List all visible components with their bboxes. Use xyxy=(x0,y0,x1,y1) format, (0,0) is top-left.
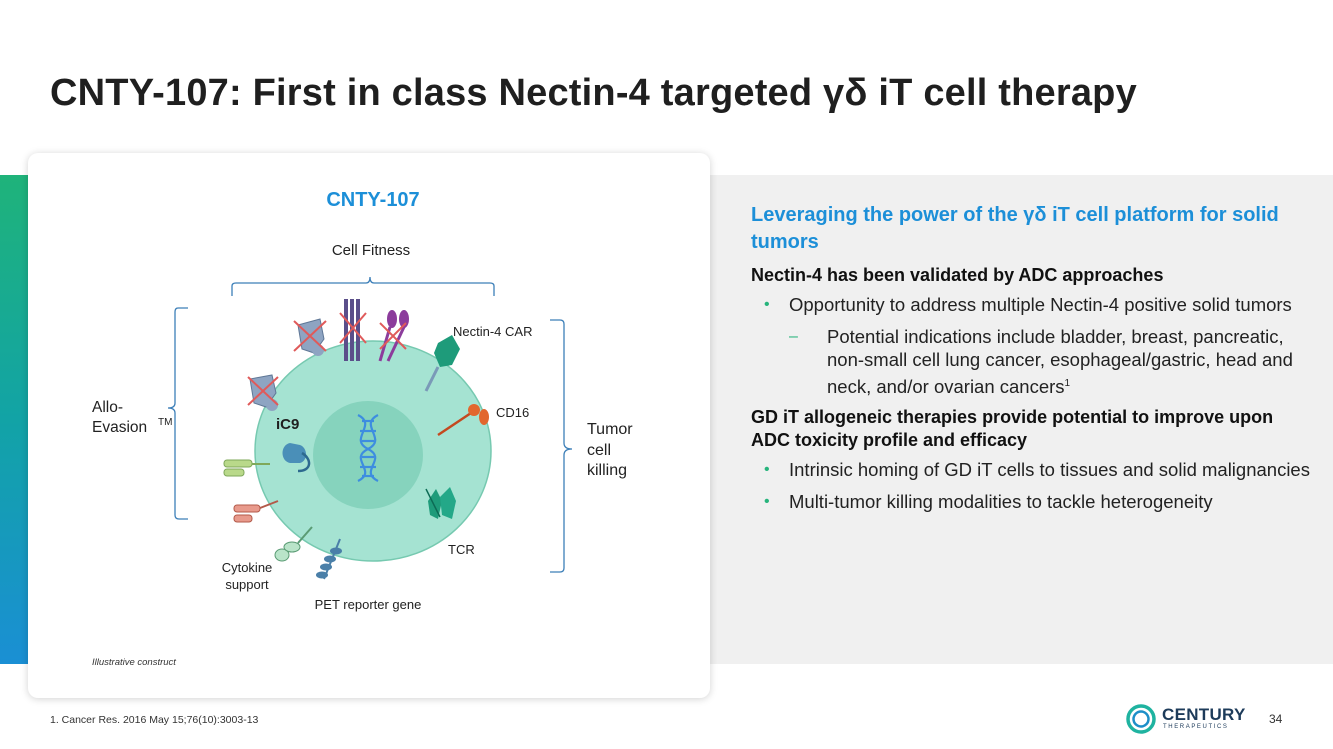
hla-knockout-icon-2 xyxy=(247,374,279,411)
cytokine-receptor-icon-2 xyxy=(233,500,279,523)
tcr-icon xyxy=(425,487,456,519)
tcr-label: TCR xyxy=(448,542,475,557)
sub-bullet-dash: – xyxy=(789,327,798,345)
tumor-label-2: cell xyxy=(587,442,611,459)
century-logo-icon xyxy=(1126,704,1156,734)
nectin4-car-label: Nectin-4 CAR xyxy=(453,324,532,339)
illustrative-note: Illustrative construct xyxy=(92,657,176,668)
dna-icon xyxy=(357,414,379,482)
cytokine-support-icon xyxy=(274,526,313,562)
footnote: 1. Cancer Res. 2016 May 15;76(10):3003-1… xyxy=(50,714,259,726)
receptor-knockout-icon xyxy=(339,299,367,361)
page-title: CNTY-107: First in class Nectin-4 target… xyxy=(50,72,1137,114)
logo-name: CENTURY xyxy=(1162,705,1246,724)
bullet-dot: • xyxy=(764,461,770,479)
nectin4-car-icon xyxy=(424,335,460,392)
tumor-label-3: killing xyxy=(587,462,627,479)
cell-diagram: CNTY-107 Cell Fitness Allo- Evasion TM T… xyxy=(92,189,633,668)
footnote-ref: 1 xyxy=(1064,377,1071,389)
allo-evasion-label: Allo- xyxy=(92,399,123,416)
ic9-label: iC9 xyxy=(276,416,299,433)
page-number: 34 xyxy=(1269,712,1283,726)
diagram-card: CNTY-107 Cell Fitness Allo- Evasion TM T… xyxy=(28,153,710,698)
logo-subtext: THERAPEUTICS xyxy=(1163,724,1229,730)
accent-bar xyxy=(0,175,28,664)
cd16-label: CD16 xyxy=(496,405,529,420)
hla-knockout-icon-1 xyxy=(293,318,327,356)
cd16-icon xyxy=(437,404,489,437)
diagram-heading: CNTY-107 xyxy=(326,189,419,211)
cytokine-receptor-icon-1 xyxy=(223,459,270,477)
nucleus xyxy=(313,401,423,509)
tumor-killing-brace xyxy=(550,319,573,573)
bullet-text: Multi-tumor killing modalities to tackle… xyxy=(789,490,1213,512)
cytokine-label-2: support xyxy=(225,577,269,592)
right-content: Leveraging the power of the γδ iT cell p… xyxy=(751,202,1311,521)
list-item: • Opportunity to address multiple Nectin… xyxy=(751,293,1311,398)
allo-evasion-label-2: Evasion xyxy=(92,419,147,436)
section-gd-it: GD iT allogeneic therapies provide poten… xyxy=(751,407,1274,451)
bullet-text: Opportunity to address multiple Nectin-4… xyxy=(789,294,1292,315)
cytokine-receptor-knockout-icon xyxy=(378,310,409,362)
bullet-text: Intrinsic homing of GD iT cells to tissu… xyxy=(789,459,1310,481)
bullet-list-2: • Intrinsic homing of GD iT cells to tis… xyxy=(751,458,1311,513)
list-item: – Potential indications include bladder,… xyxy=(789,325,1311,399)
cell-fitness-brace xyxy=(231,276,495,296)
ic9-icon xyxy=(282,443,311,473)
platform-heading: Leveraging the power of the γδ iT cell p… xyxy=(751,204,1279,253)
list-item: • Intrinsic homing of GD iT cells to tis… xyxy=(751,458,1311,482)
trademark: TM xyxy=(158,417,172,428)
cytokine-label-1: Cytokine xyxy=(222,560,273,575)
sub-bullet-text: Potential indications include bladder, b… xyxy=(827,325,1293,397)
bullet-dot: • xyxy=(764,296,770,313)
bullet-list-1: • Opportunity to address multiple Nectin… xyxy=(751,293,1311,398)
cell-fitness-label: Cell Fitness xyxy=(332,242,410,259)
allo-evasion-brace xyxy=(167,307,188,520)
sub-bullet-list: – Potential indications include bladder,… xyxy=(789,325,1311,399)
pet-reporter-icon xyxy=(316,538,342,580)
list-item: • Multi-tumor killing modalities to tack… xyxy=(751,490,1311,514)
section-nectin4: Nectin-4 has been validated by ADC appro… xyxy=(751,265,1164,285)
pet-reporter-label: PET reporter gene xyxy=(315,597,422,612)
bullet-dot: • xyxy=(764,492,770,510)
century-logo: CENTURY THERAPEUTICS xyxy=(1124,702,1254,736)
tumor-label-1: Tumor xyxy=(587,421,633,438)
right-panel-background xyxy=(710,175,1333,664)
